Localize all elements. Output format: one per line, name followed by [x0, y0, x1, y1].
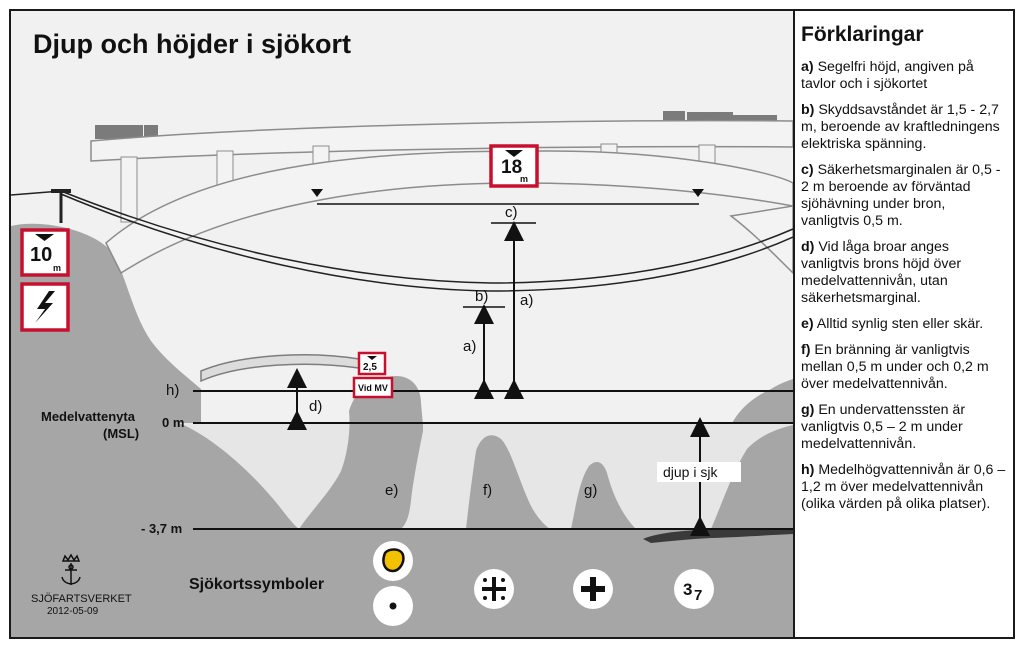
symbol-underwater-rock [573, 569, 613, 609]
legend-item: c) Säkerhetsmarginalen är 0,5 - 2 m bero… [801, 162, 1007, 230]
legend-key: e) [801, 316, 814, 332]
rock-f [466, 435, 551, 529]
power-cable [11, 190, 793, 284]
label-a-powerline: a) [463, 338, 476, 355]
legend-title: Förklaringar [801, 23, 924, 46]
lightning-icon [35, 291, 55, 323]
arch-bridge [90, 111, 793, 275]
right-island [731, 379, 793, 425]
bridge-deck [90, 119, 793, 162]
sign-powerline-unit: m [53, 263, 61, 273]
legend-key: b) [801, 102, 815, 118]
label-f: f) [483, 482, 492, 499]
low-bridge [200, 354, 360, 383]
label-b: b) [475, 288, 488, 305]
depth-subscript: 7 [694, 587, 702, 604]
legend-text: Medelhögvattennivån är 0,6 – 1,2 m över … [801, 462, 1006, 512]
legend-text: Segelfri höjd, angiven på tavlor och i s… [801, 59, 974, 92]
label-g: g) [584, 482, 597, 499]
left-lower-land [11, 423, 179, 529]
rock-e [299, 376, 423, 529]
label-a-clearance: a) [520, 292, 533, 309]
legend-item: a) Segelfri höjd, angiven på tavlor och … [801, 59, 1007, 93]
low-bridge-reference: Vid MV [358, 383, 388, 393]
label-d: d) [309, 398, 322, 415]
low-bridge-sign: 2,5 Vid MV [352, 351, 394, 399]
bridge-pillar [120, 156, 138, 223]
symbol-breaker [474, 569, 514, 609]
msl-label-line2: (MSL) [103, 426, 139, 441]
bridge-arch-right-lower [729, 205, 793, 275]
legend-item: h) Medelhögvattennivån är 0,6 – 1,2 m öv… [801, 462, 1007, 513]
legend-item: g) En undervattenssten är vanligtvis 0,5… [801, 402, 1007, 453]
electricity-warning-sign [20, 282, 70, 332]
legend-text: Skyddsavståndet är 1,5 - 2,7 m, beroende… [801, 102, 1000, 152]
symbols-title: Sjökortssymboler [189, 576, 324, 593]
sign-down-arrow [35, 234, 54, 241]
seabed-dark-patch [643, 528, 793, 543]
power-line-sign: 10 m [20, 228, 70, 277]
rock-outline-icon [382, 548, 405, 573]
sjofartsverket-logo: SJÖFARTSVERKET 2012-05-09 [31, 553, 132, 617]
symbol-depth-number: 3 7 [674, 569, 714, 609]
zero-level-label: 0 m [162, 415, 184, 430]
depth-label-box [657, 462, 741, 482]
legend-text: En bränning är vanligtvis mellan 0,5 m u… [801, 342, 989, 392]
symbol-rock-dot [373, 586, 413, 626]
legend-text: En undervattenssten är vanligtvis 0,5 – … [801, 402, 966, 452]
frame: Djup och höjder i sjökort c) b) a) a) d)… [9, 9, 1015, 639]
legend-item: d) Vid låga broar anges vanligtvis brons… [801, 239, 1007, 307]
sign-down-arrow [367, 356, 377, 360]
legend-key: g) [801, 402, 815, 418]
plus-icon [581, 577, 605, 601]
depth-digit: 3 [683, 580, 692, 599]
car-left [144, 125, 158, 137]
breaker-icon [482, 577, 506, 601]
truck-left [95, 125, 143, 139]
left-shore-curve [179, 423, 299, 529]
diagram-panel: Djup och höjder i sjökort c) b) a) a) d)… [11, 11, 795, 637]
logo-date: 2012-05-09 [47, 606, 99, 617]
depth-height-diagram: Djup och höjder i sjökort c) b) a) a) d)… [11, 29, 793, 637]
legend-key: a) [801, 59, 814, 75]
legend-item: e) Alltid synlig sten eller skär. [801, 316, 1007, 333]
legend-text: Vid låga broar anges vanligtvis brons hö… [801, 239, 962, 306]
arch-marker-right [692, 189, 704, 197]
low-bridge-value: 2,5 [363, 362, 377, 373]
legend-key: c) [801, 162, 814, 178]
legend-key: f) [801, 342, 811, 358]
arch-marker-left [311, 189, 323, 197]
legend-panel: Förklaringar a) Segelfri höjd, angiven p… [801, 21, 1007, 522]
symbol-visible-rock [373, 541, 413, 581]
legend-key: h) [801, 462, 815, 478]
legend-item: b) Skyddsavståndet är 1,5 - 2,7 m, beroe… [801, 102, 1007, 153]
depth-label: djup i sjk [663, 464, 718, 480]
rock-g [571, 461, 636, 529]
legend-list: a) Segelfri höjd, angiven på tavlor och … [801, 59, 1007, 513]
label-e: e) [385, 482, 398, 499]
label-c: c) [505, 204, 518, 221]
bridge-clearance-sign: 18 m [489, 144, 539, 188]
power-cable [60, 193, 793, 292]
crown-anchor-icon [61, 553, 81, 585]
logo-name: SJÖFARTSVERKET [31, 593, 132, 605]
sign-clearance-unit: m [520, 174, 528, 184]
sign-down-arrow [505, 150, 523, 157]
dot-icon [389, 602, 397, 610]
diagram-title: Djup och höjder i sjökort [33, 29, 351, 59]
bridge-arch [105, 150, 793, 275]
depth-level-label: - 3,7 m [141, 521, 182, 536]
legend-item: f) En bränning är vanligtvis mellan 0,5 … [801, 342, 1007, 393]
legend-text: Säkerhetsmarginalen är 0,5 - 2 m beroend… [801, 162, 1001, 229]
right-shore [711, 425, 793, 529]
legend-text: Alltid synlig sten eller skär. [813, 316, 984, 332]
sign-powerline-value: 10 [30, 244, 52, 266]
sign-clearance-value: 18 [501, 157, 522, 178]
legend-key: d) [801, 239, 815, 255]
label-h: h) [166, 382, 179, 399]
msl-label-line1: Medelvattenyta [41, 409, 136, 424]
